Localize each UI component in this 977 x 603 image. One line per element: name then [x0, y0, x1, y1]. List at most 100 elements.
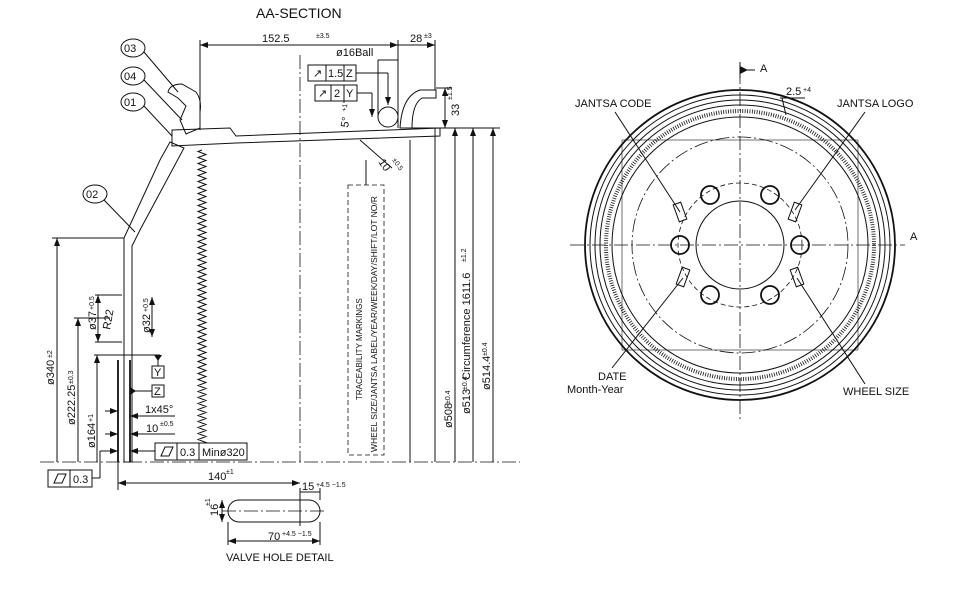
dim-152-5: 152.5: [262, 33, 290, 45]
svg-text:2: 2: [334, 88, 340, 100]
dim-513: ø513: [461, 389, 473, 414]
svg-text:↗: ↗: [318, 88, 327, 100]
gdt-flatness: 0.3: [47, 448, 118, 488]
dim-164: ø164: [86, 423, 98, 448]
dim-514-4: ø514.4: [481, 356, 493, 390]
svg-text:Z: Z: [154, 386, 161, 398]
marking-slots: [672, 201, 805, 288]
label-jantsa-logo: JANTSA LOGO: [837, 98, 914, 110]
svg-text:WHEEL SIZE/JANTSA LABEL/YEAR/W: WHEEL SIZE/JANTSA LABEL/YEAR/WEEK/DAY/SH…: [369, 196, 379, 452]
valve-hole-detail: 15 +4.5 −1.5 16 ±1 70 +4.5 −1.5 VALVE HO…: [205, 481, 346, 564]
svg-text:±1.5: ±1.5: [447, 86, 454, 100]
svg-text:Y: Y: [346, 88, 354, 100]
svg-text:A: A: [910, 231, 918, 243]
dim-32: ø32: [141, 314, 153, 333]
svg-text:+1: +1: [88, 414, 95, 422]
traceability-markings: TRACEABILITY MARKINGS WHEEL SIZE/JANTSA …: [347, 160, 385, 456]
bolt-hole: [760, 185, 780, 205]
serration-line: [196, 149, 208, 449]
svg-text:04: 04: [124, 71, 136, 83]
svg-text:15: 15: [302, 481, 314, 493]
balloon-04: 04: [120, 66, 183, 121]
bolt-holes: [670, 185, 810, 305]
svg-text:+4.5 −1.5: +4.5 −1.5: [282, 531, 312, 538]
balloon-01: 01: [120, 92, 173, 137]
dim-222-25: ø222.25: [66, 385, 78, 425]
datum-y: [151, 365, 165, 379]
bolt-hole: [700, 185, 720, 205]
svg-text:02: 02: [86, 189, 98, 201]
svg-text:±0.4: ±0.4: [462, 376, 469, 390]
svg-text:2.5: 2.5: [786, 86, 801, 98]
svg-text:1.5: 1.5: [328, 68, 343, 80]
label-date-format: Month-Year: [567, 384, 624, 396]
label-date: DATE: [598, 371, 627, 383]
svg-text:±1.2: ±1.2: [461, 248, 468, 262]
dim-37: ø37: [87, 311, 99, 330]
svg-text:±0.3: ±0.3: [68, 370, 75, 384]
section-marker-top: A: [739, 62, 768, 78]
gdt-runout-z: ↗ 1.5 Z: [307, 64, 391, 105]
bolt-hole: [760, 285, 780, 305]
svg-text:±2: ±2: [47, 350, 54, 358]
dim-340: ø340: [45, 360, 57, 385]
section-title: AA-SECTION: [256, 5, 342, 21]
svg-text:+4.5 −1.5: +4.5 −1.5: [316, 482, 346, 489]
svg-text:↗: ↗: [313, 68, 322, 80]
dim-circumference: Circumference 1611.6: [461, 273, 473, 380]
dim-140: 140: [208, 471, 226, 483]
svg-text:±0.5: ±0.5: [390, 157, 404, 172]
balloon-02: 02: [82, 184, 136, 233]
svg-text:16: 16: [209, 504, 221, 516]
dim-1x45: 1x45°: [145, 404, 173, 416]
svg-text:+0.5: +0.5: [143, 298, 150, 312]
dim-10-thickness: 10: [146, 423, 158, 435]
gdt-flatness-min320: 0.3 Minø320: [130, 442, 248, 461]
gdt-runout-y: ↗ 2 Y: [314, 84, 375, 117]
svg-text:+4: +4: [803, 87, 811, 94]
svg-text:Y: Y: [154, 367, 162, 379]
section-marker-right: A: [910, 231, 918, 243]
svg-text:01: 01: [124, 97, 136, 109]
svg-text:±1: ±1: [226, 469, 234, 476]
svg-text:±0.4: ±0.4: [482, 342, 489, 356]
wheel-front-view: [570, 70, 905, 420]
datum-z: [151, 384, 165, 398]
svg-text:+0.5: +0.5: [89, 296, 96, 310]
dim-33: 33: [450, 104, 462, 116]
svg-text:Z: Z: [346, 68, 353, 80]
svg-text:0.3: 0.3: [180, 447, 195, 459]
svg-text:A: A: [760, 63, 768, 75]
marking-slot: [672, 201, 688, 223]
dim-ball: ø16Ball: [336, 47, 373, 59]
marking-slot: [787, 201, 803, 223]
dim-508: ø508: [443, 403, 455, 428]
svg-text:Minø320: Minø320: [202, 447, 245, 459]
svg-text:±0.5: ±0.5: [160, 421, 174, 428]
label-wheel-size: WHEEL SIZE: [843, 386, 909, 398]
dim-28: 28: [410, 33, 422, 45]
svg-text:0.3: 0.3: [73, 474, 88, 486]
marking-slot: [789, 266, 805, 288]
dim-angle: 5°: [339, 116, 353, 128]
svg-text:±1: ±1: [205, 498, 212, 506]
svg-text:03: 03: [124, 43, 136, 55]
svg-text:±3.5: ±3.5: [316, 33, 330, 40]
svg-text:±0.4: ±0.4: [445, 390, 452, 404]
knurl-dimension: 2.5 +4: [780, 86, 811, 116]
svg-text:TRACEABILITY MARKINGS: TRACEABILITY MARKINGS: [355, 298, 364, 400]
dim-r22: R22: [101, 309, 116, 331]
dim-10-chamfer: 10: [376, 157, 393, 174]
ball-gauge: [377, 106, 399, 128]
bolt-hole: [790, 235, 810, 255]
bolt-hole: [670, 235, 690, 255]
balloon-03: 03: [120, 38, 179, 93]
svg-text:±3: ±3: [424, 33, 432, 40]
svg-text:VALVE HOLE DETAIL: VALVE HOLE DETAIL: [226, 552, 334, 564]
label-jantsa-code: JANTSA CODE: [575, 98, 651, 110]
marking-slot: [675, 266, 691, 288]
bolt-hole: [700, 285, 720, 305]
svg-text:+1°: +1°: [340, 100, 350, 112]
